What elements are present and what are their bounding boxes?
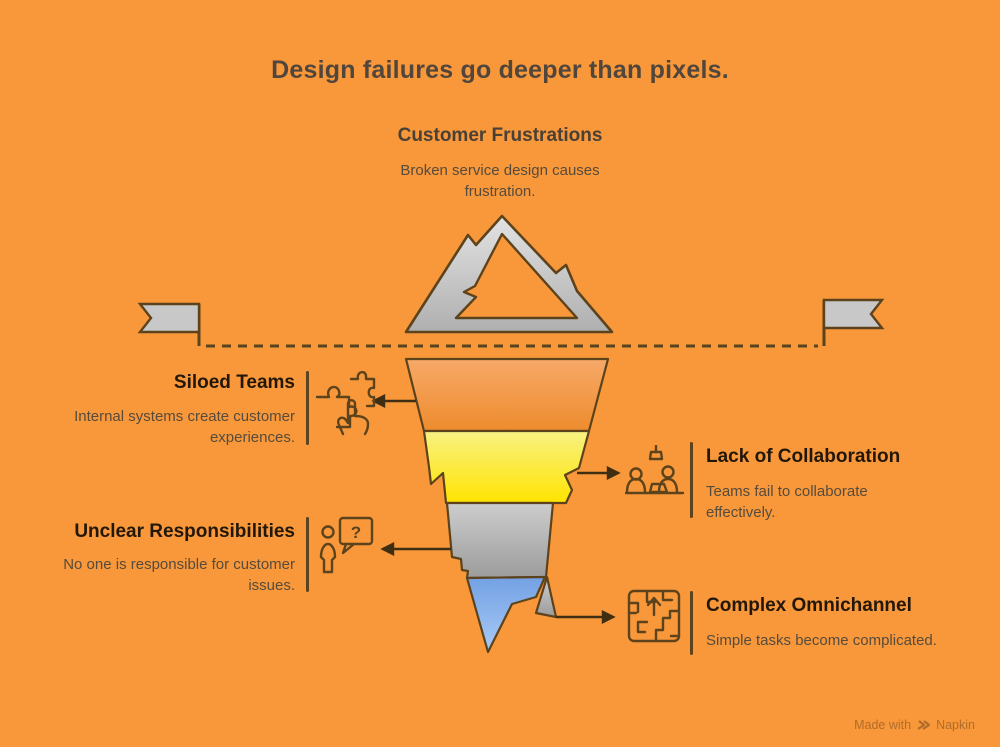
item-desc-unclear-responsibilities: No one is responsible for customer issue… xyxy=(63,556,295,594)
svg-text:?: ? xyxy=(351,523,361,542)
funnel-segment-2 xyxy=(422,429,591,505)
maze-icon xyxy=(627,589,681,643)
credit-made-with: Made with xyxy=(854,718,912,732)
person-question-icon: ? xyxy=(315,516,377,578)
funnel-segment-3-shard xyxy=(534,575,558,619)
item-desc-complex-omnichannel: Simple tasks become complicated. xyxy=(706,632,937,649)
funnel-segment-1 xyxy=(404,357,610,433)
surface-description: Broken service design causes frustration… xyxy=(400,162,600,200)
right-flag-icon xyxy=(822,298,885,346)
napkin-logo-icon xyxy=(917,720,931,730)
credit-brand: Napkin xyxy=(936,718,975,732)
item-desc-lack-of-collaboration: Teams fail to collaborate effectively. xyxy=(706,483,868,521)
item-desc-siloed-teams: Internal systems create customer experie… xyxy=(74,408,295,446)
mountain-icon xyxy=(404,214,614,334)
surface-heading: Customer Frustrations xyxy=(397,125,603,146)
connector-arrows xyxy=(371,394,621,624)
credit-badge[interactable]: Made with Napkin xyxy=(854,718,975,732)
iceberg-funnel xyxy=(404,357,610,654)
divider xyxy=(306,371,309,445)
team-desk-icon xyxy=(625,445,685,503)
item-heading-lack-of-collaboration: Lack of Collaboration xyxy=(706,446,901,467)
funnel-segment-3 xyxy=(445,501,555,580)
left-flag-icon xyxy=(137,302,201,346)
item-heading-complex-omnichannel: Complex Omnichannel xyxy=(706,595,912,616)
divider xyxy=(306,517,309,592)
funnel-segment-4 xyxy=(465,575,547,654)
divider xyxy=(690,591,693,655)
item-heading-unclear-responsibilities: Unclear Responsibilities xyxy=(74,521,295,542)
page-title: Design failures go deeper than pixels. xyxy=(271,56,729,84)
item-heading-siloed-teams: Siloed Teams xyxy=(173,372,295,393)
puzzle-click-icon xyxy=(313,370,377,438)
divider xyxy=(690,442,693,518)
